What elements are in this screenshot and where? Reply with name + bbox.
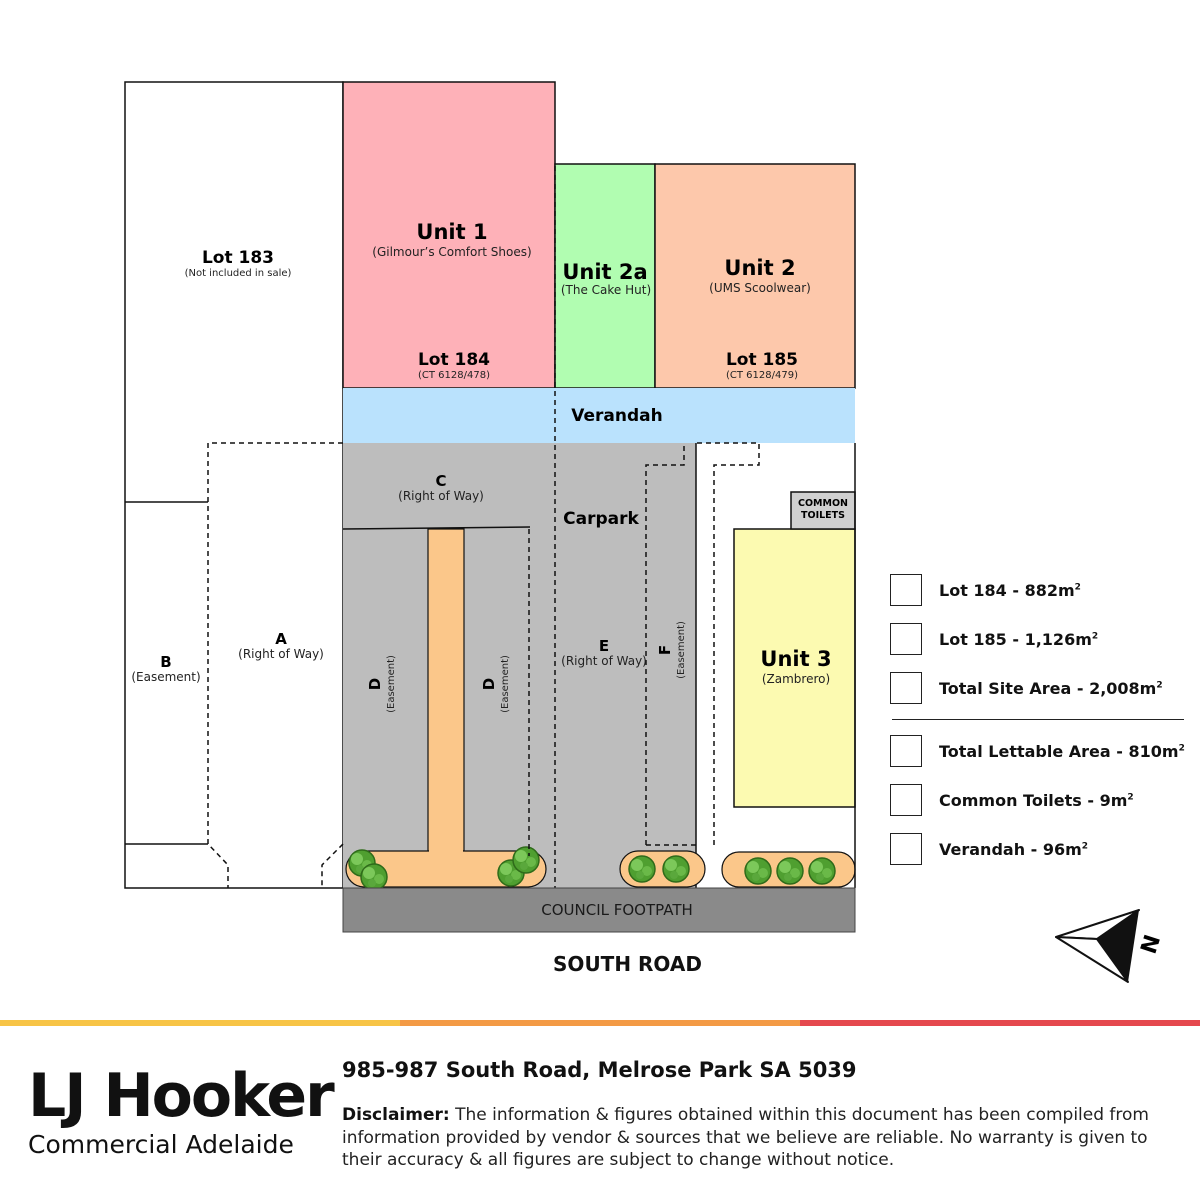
- unit-1-title: Unit 1: [416, 220, 487, 244]
- lot-184-ct: (CT 6128/478): [418, 370, 490, 381]
- area-legend: Lot 184 - 882m2 Lot 185 - 1,126m2 Total …: [890, 574, 1190, 882]
- garden-strip-vertical-fill: [429, 845, 463, 855]
- legend-label: Total Lettable Area - 810m2: [939, 741, 1185, 761]
- carpark-label: Carpark: [563, 509, 639, 529]
- lot-183-note: (Not included in sale): [185, 268, 292, 279]
- shrub: [744, 857, 772, 885]
- legend-item: Lot 184 - 882m2: [890, 574, 1190, 606]
- unit-1-tenant: (Gilmour’s Comfort Shoes): [372, 245, 531, 259]
- brand-logo[interactable]: LJ Hooker Commercial Adelaide: [28, 1061, 335, 1160]
- legend-checkbox[interactable]: [890, 833, 922, 865]
- brand-name: LJ Hooker: [28, 1061, 335, 1131]
- area-d-letter: D: [366, 678, 384, 690]
- area-b-note: (Easement): [131, 670, 200, 684]
- legend-item: Total Site Area - 2,008m2: [890, 672, 1190, 704]
- legend-checkbox[interactable]: [890, 784, 922, 816]
- legend-item: Total Lettable Area - 810m2: [890, 735, 1190, 767]
- unit-3-tenant: (Zambrero): [762, 672, 830, 686]
- right-of-way-a-boundary: [207, 166, 760, 888]
- brand-stripe: [0, 1020, 1200, 1026]
- lot-183: [124, 81, 344, 889]
- legend-label: Lot 184 - 882m2: [939, 580, 1081, 600]
- legend-item: Verandah - 96m2: [890, 833, 1190, 865]
- shrub: [776, 857, 804, 885]
- legend-label: Total Site Area - 2,008m2: [939, 678, 1163, 698]
- legend-checkbox[interactable]: [890, 623, 922, 655]
- verandah-label: Verandah: [571, 406, 662, 426]
- area-b-letter: B: [160, 653, 171, 671]
- council-footpath-label: COUNCIL FOOTPATH: [541, 901, 693, 919]
- brand-subtitle: Commercial Adelaide: [28, 1130, 294, 1159]
- area-c-letter: C: [435, 472, 446, 490]
- unit-2-tenant: (UMS Scoolwear): [709, 281, 811, 295]
- property-address: 985-987 South Road, Melrose Park SA 5039: [342, 1058, 857, 1082]
- unit-2a-tenant: (The Cake Hut): [561, 283, 651, 297]
- area-a-letter: A: [275, 630, 287, 648]
- stripe-orange: [400, 1020, 800, 1026]
- legend-checkbox[interactable]: [890, 672, 922, 704]
- area-d-note: (Easement): [500, 655, 511, 713]
- legend-item: Common Toilets - 9m2: [890, 784, 1190, 816]
- council-footpath: [342, 887, 856, 933]
- area-c-note: (Right of Way): [398, 489, 484, 503]
- shrub: [808, 857, 836, 885]
- site-plan: Lot 183 (Not included in sale) Unit 1 (G…: [124, 81, 1166, 983]
- common-toilets: [790, 491, 856, 530]
- area-e-note: (Right of Way): [561, 654, 647, 668]
- common-toilets-line2: TOILETS: [801, 510, 845, 521]
- legend-label: Verandah - 96m2: [939, 839, 1089, 859]
- shrub: [662, 855, 690, 883]
- verandah: [343, 388, 855, 443]
- area-d-note: (Easement): [386, 655, 397, 713]
- shrub: [360, 863, 388, 891]
- shrub: [512, 846, 540, 874]
- lot-184-label: Lot 184: [418, 350, 490, 370]
- unit-2a-title: Unit 2a: [562, 260, 647, 284]
- north-arrow-icon: N: [1055, 909, 1166, 983]
- disclaimer-label: Disclaimer:: [342, 1105, 450, 1125]
- area-f-letter: F: [656, 645, 674, 655]
- legend-label: Common Toilets - 9m2: [939, 790, 1134, 810]
- north-label: N: [1137, 932, 1166, 957]
- legend-item: Lot 185 - 1,126m2: [890, 623, 1190, 655]
- legend-divider: [892, 719, 1184, 720]
- garden-strip-vertical: [427, 528, 465, 852]
- stripe-yellow: [0, 1020, 400, 1026]
- carpark-right: [555, 443, 696, 888]
- disclaimer: Disclaimer: The information & figures ob…: [342, 1104, 1172, 1172]
- lot-183-title: Lot 183: [202, 248, 274, 268]
- area-a-note: (Right of Way): [238, 647, 324, 661]
- legend-checkbox[interactable]: [890, 735, 922, 767]
- lot-185-label: Lot 185: [726, 350, 798, 370]
- stripe-red: [800, 1020, 1200, 1026]
- legend-checkbox[interactable]: [890, 574, 922, 606]
- unit-2-title: Unit 2: [724, 256, 795, 280]
- area-d-letter: D: [480, 678, 498, 690]
- legend-label: Lot 185 - 1,126m2: [939, 629, 1099, 649]
- disclaimer-text: The information & figures obtained withi…: [342, 1105, 1149, 1170]
- road-name: SOUTH ROAD: [553, 952, 702, 976]
- shrub: [628, 855, 656, 883]
- row-c-line: [342, 526, 531, 530]
- unit-2: [654, 163, 856, 389]
- area-f-note: (Easement): [676, 621, 687, 679]
- area-e-letter: E: [599, 637, 609, 655]
- unit-3-title: Unit 3: [760, 647, 831, 671]
- common-toilets-line1: COMMON: [798, 498, 848, 509]
- lot-185-ct: (CT 6128/479): [726, 370, 798, 381]
